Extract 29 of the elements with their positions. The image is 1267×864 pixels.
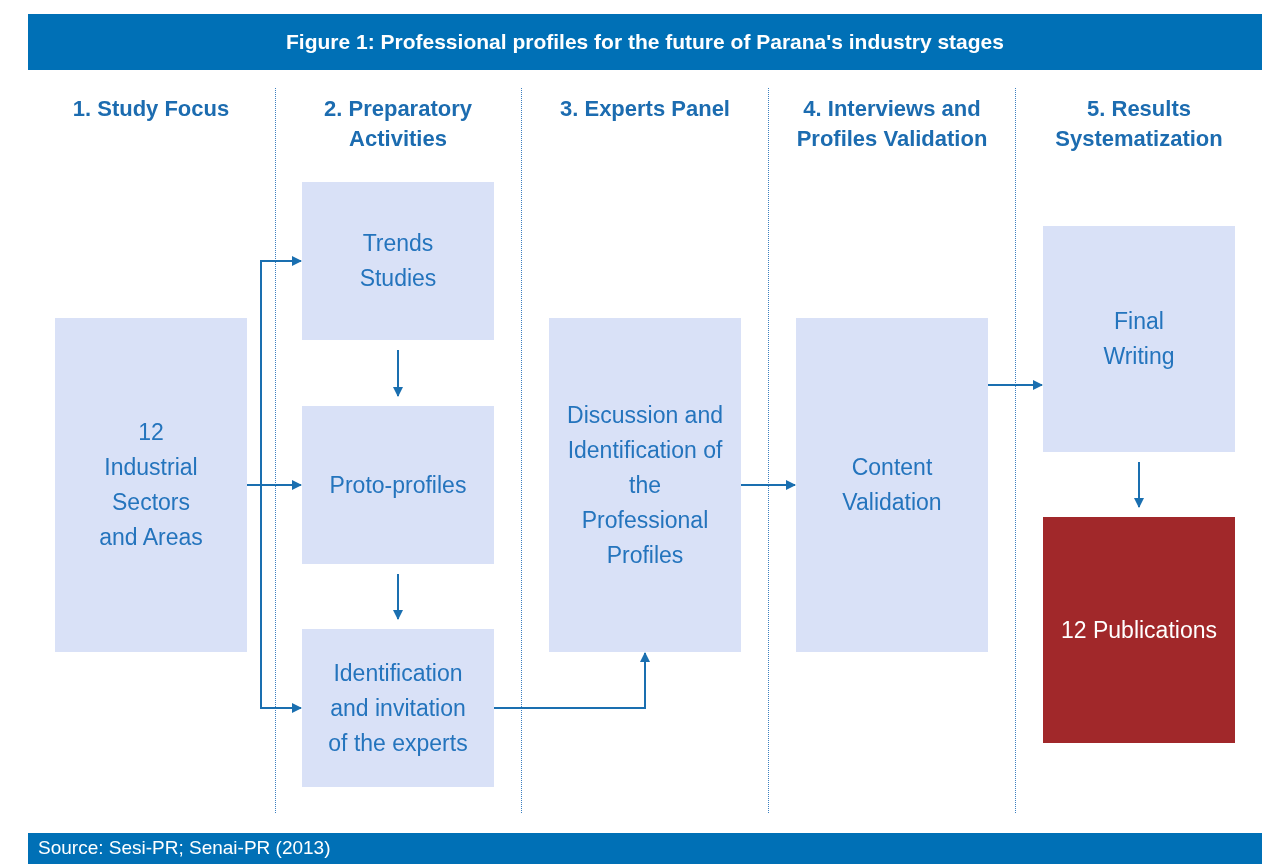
source-bar: Source: Sesi-PR; Senai-PR (2013): [28, 833, 1262, 864]
box-text: Trends Studies: [358, 229, 438, 293]
box-text: Proto-profiles: [329, 470, 467, 500]
box-text: Discussion and Identification of the Professional Profiles: [566, 400, 724, 570]
title-bar: Figure 1: Professional profiles for the future of Parana's industry stages: [28, 14, 1262, 70]
box-text: 12 Industrial Sectors and Areas: [98, 418, 204, 552]
process-box: [302, 182, 494, 340]
arrow: [1134, 461, 1144, 508]
arrow: [393, 349, 403, 397]
box-text: 12 Publications: [1061, 615, 1217, 645]
column-heading: 2. Preparatory Activities: [323, 95, 473, 153]
process-box: [796, 318, 988, 652]
process-box: [55, 318, 247, 652]
column-heading: 4. Interviews and Profiles Validation: [795, 95, 989, 153]
arrow: [987, 380, 1043, 390]
column-heading: 5. Results Systematization: [1054, 95, 1224, 153]
arrow: [493, 652, 650, 709]
column-heading: 3. Experts Panel: [559, 95, 731, 123]
column-heading: 1. Study Focus: [71, 95, 231, 123]
box-text: Content Validation: [841, 453, 943, 517]
box-text: Identification and invitation of the experts: [327, 658, 469, 758]
process-box: [302, 406, 494, 564]
box-text: Final Writing: [1102, 307, 1176, 371]
arrow: [393, 573, 403, 620]
process-box: [302, 629, 494, 787]
output-box: [1043, 517, 1235, 743]
process-box: [1043, 226, 1235, 452]
process-box: [549, 318, 741, 652]
arrow: [740, 480, 796, 490]
